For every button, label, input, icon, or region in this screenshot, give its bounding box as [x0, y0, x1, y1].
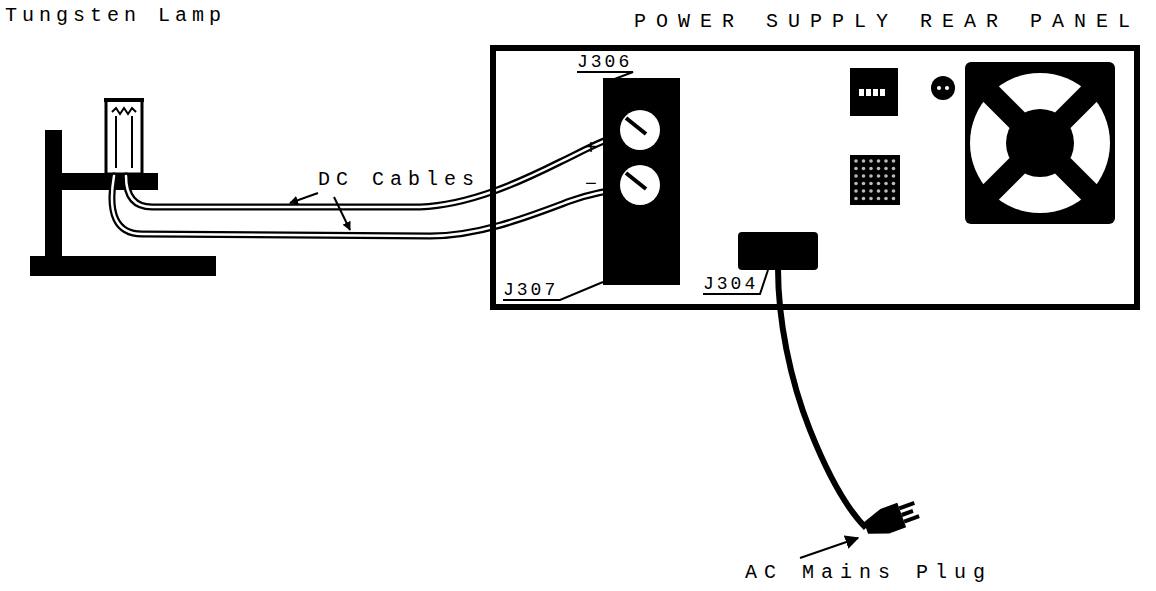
- polarity-sign: −: [585, 173, 597, 197]
- polarity-sign: +: [585, 137, 597, 161]
- round-connector: [931, 76, 955, 100]
- part-name: Tungsten Lamp: [5, 4, 226, 28]
- dc-cable: [112, 133, 630, 236]
- vent-grille: [850, 155, 900, 205]
- terminal-block: [603, 78, 680, 285]
- connector-id: J307: [503, 278, 558, 302]
- connector-id: J306: [577, 50, 632, 74]
- connector-id: J304: [703, 272, 758, 296]
- mains-plug: [862, 497, 922, 540]
- part-name: AC Mains Plug: [745, 561, 992, 585]
- display-window: [850, 68, 898, 116]
- cooling-fan: [965, 62, 1115, 224]
- pointer-arrow: [290, 193, 350, 230]
- part-name: DC Cables: [318, 168, 480, 192]
- panel-heading: POWER SUPPLY REAR PANEL: [634, 10, 1140, 34]
- leader-line: [503, 72, 768, 300]
- pointer-arrow: [800, 538, 858, 558]
- tungsten-lamp: [104, 100, 144, 174]
